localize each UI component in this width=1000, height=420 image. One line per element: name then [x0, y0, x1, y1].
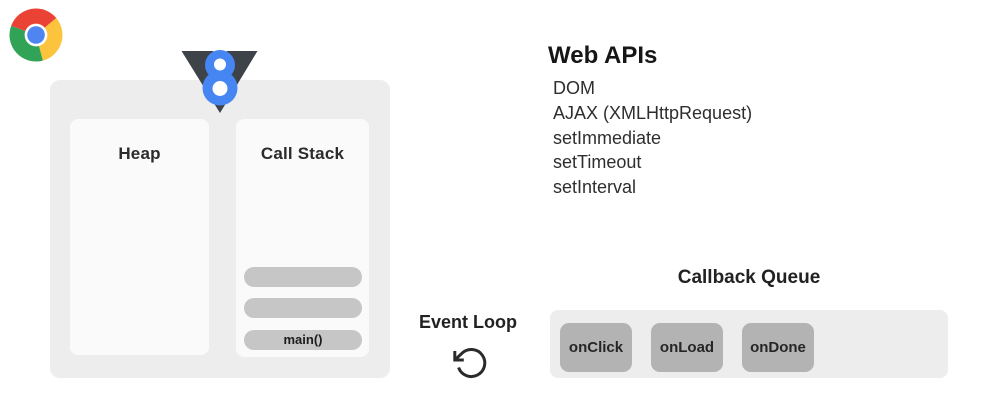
event-loop-label: Event Loop: [419, 312, 517, 332]
callback-queue-title: Callback Queue: [677, 267, 821, 288]
chrome-logo-icon: [9, 8, 63, 62]
rotate-ccw-icon: [453, 348, 487, 378]
web-api-item: DOM: [553, 78, 595, 98]
stack-frame: [244, 298, 362, 318]
web-apis-list: DOM AJAX (XMLHttpRequest) setImmediate s…: [553, 76, 752, 200]
callback-queue-strip: onClick onLoad onDone: [550, 310, 948, 378]
callback-item: onLoad: [651, 323, 723, 372]
web-api-item: AJAX (XMLHttpRequest): [553, 102, 753, 123]
web-api-item: setInterval: [553, 177, 637, 198]
heap-title: Heap: [118, 144, 161, 163]
call-stack-title: Call Stack: [260, 144, 345, 163]
web-apis-title: Web APIs: [548, 42, 658, 69]
callback-item: onClick: [560, 323, 632, 372]
stack-frame: [244, 267, 362, 287]
callback-item: onDone: [742, 323, 814, 372]
js-runtime-container: Heap Call Stack main(): [50, 80, 390, 378]
v8-logo-icon: [181, 50, 258, 113]
web-api-item: setImmediate: [553, 127, 662, 148]
heap-panel: Heap: [70, 119, 209, 355]
stack-frame-main: main(): [244, 330, 362, 350]
call-stack-panel: Call Stack main(): [236, 119, 369, 357]
web-api-item: setTimeout: [553, 152, 642, 173]
